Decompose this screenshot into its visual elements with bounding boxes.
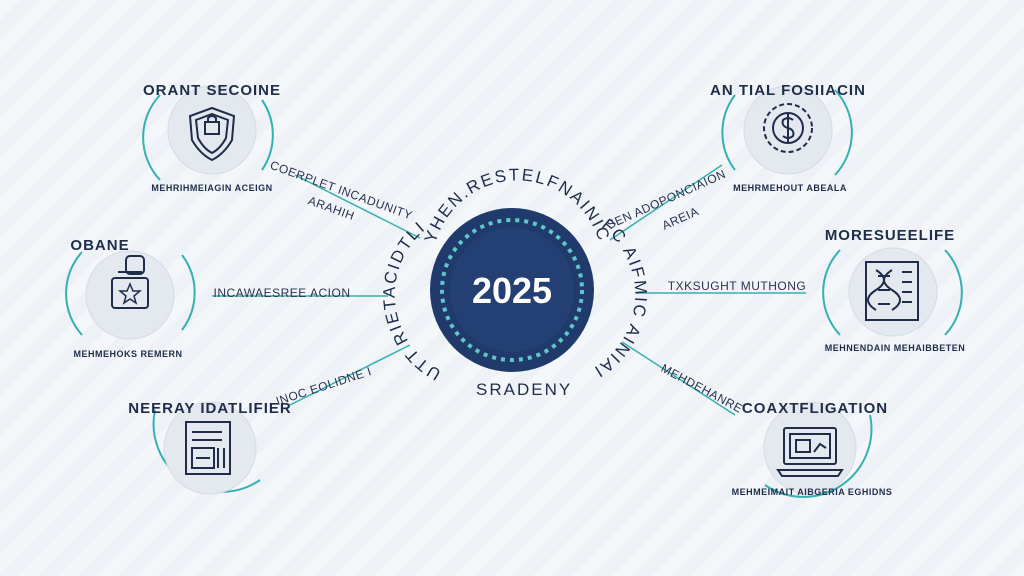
node-top-left-arc-right <box>261 99 274 171</box>
node-bottom-left: NEERAY IDATLIFIER <box>128 400 291 495</box>
connector-label-bottom-right: MEHDEHANRE <box>659 361 745 416</box>
node-middle-left-circle <box>85 250 175 340</box>
node-middle-left-arc-right <box>181 254 196 331</box>
connector-label-middle-right: TXKSUGHT MUTHONG <box>668 279 806 293</box>
connector-lines <box>212 164 806 416</box>
connector-label-bottom-left: INOC EOLIDNE I <box>274 364 373 408</box>
dna-list-icon <box>865 261 919 321</box>
connector-top-right <box>609 164 723 241</box>
hub-inner <box>450 228 574 352</box>
node-middle-right-circle <box>848 247 938 337</box>
laptop-chart-icon <box>776 427 844 477</box>
node-middle-right: MORESUEELIFE MEHNENDAIN MEHAIBBETEN <box>822 227 966 353</box>
node-bottom-left-title: NEERAY IDATLIFIER <box>128 400 291 417</box>
badge-star-icon <box>111 255 149 309</box>
node-bottom-right-subtitle: MEHMEIMAIT AIBGERIA EGHIDNS <box>732 487 893 497</box>
connector-bottom-right <box>621 341 736 416</box>
node-top-right-title: AN TIAL FOSIIACIN <box>710 82 866 99</box>
node-middle-left: OBANE MEHMEHOKS REMERN <box>65 237 196 359</box>
node-middle-left-title: OBANE <box>70 237 129 254</box>
node-bottom-right: COAXTFLIGATION MEHMEIMAIT AIBGERIA EGHID… <box>732 400 893 498</box>
node-top-left-subtitle: MEHRIHMEIAGIN ACEIGN <box>151 183 272 193</box>
connector-label-top-right-2: AREIA <box>660 204 701 232</box>
node-top-left-circle <box>167 85 257 175</box>
hub-ring-bottom: SRADENY <box>476 380 572 399</box>
node-middle-left-arc <box>65 251 83 336</box>
shield-lock-icon <box>188 106 236 162</box>
node-top-right-arc <box>834 89 853 176</box>
node-top-left: ORANT SECOINE MEHRIHMEIAGIN ACEIGN <box>142 82 281 193</box>
dollar-gear-icon <box>763 103 813 153</box>
node-top-right-arc-left <box>721 94 736 171</box>
node-bottom-right-arc <box>764 414 873 498</box>
node-top-left-title: ORANT SECOINE <box>143 82 281 99</box>
node-middle-right-arc <box>944 249 963 336</box>
hub-ring-top: TYHEN.RESTELFNAINICE <box>0 0 614 245</box>
connector-label-middle-left: INCAWAESREE ACION <box>214 286 351 300</box>
node-middle-right-subtitle: MEHNENDAIN MEHAIBBETEN <box>825 343 966 353</box>
node-middle-left-subtitle: MEHMEHOKS REMERN <box>73 349 182 359</box>
hub-year: 2025 <box>472 270 552 311</box>
connector-top-left <box>294 174 421 239</box>
node-middle-right-title: MORESUEELIFE <box>825 227 955 244</box>
node-bottom-right-title: COAXTFLIGATION <box>742 400 888 417</box>
node-top-right-subtitle: MEHRMEHOUT ABEALA <box>733 183 847 193</box>
node-middle-right-arc-left <box>822 249 841 336</box>
connector-bottom-left <box>289 344 411 406</box>
document-chart-icon <box>185 421 231 475</box>
node-top-left-arc <box>142 94 161 181</box>
node-top-right: AN TIAL FOSIIACIN MEHRMEHOUT ABEALA <box>710 82 866 193</box>
hub-dotted-ring <box>440 218 584 362</box>
